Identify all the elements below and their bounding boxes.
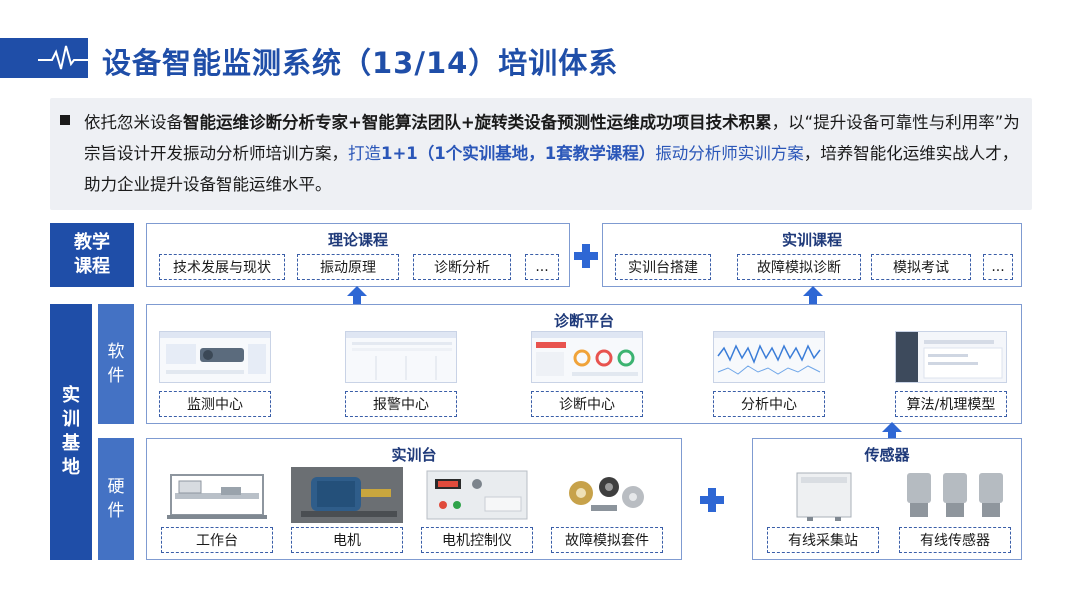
bench-tag-motor: 电机 <box>291 527 403 553</box>
bullet-icon <box>60 115 70 125</box>
practice-panel: 实训课程 实训台搭建 故障模拟诊断 模拟考试 ... <box>602 223 1022 287</box>
up-arrow-icon <box>882 422 902 442</box>
title-accent-bar <box>0 38 88 78</box>
bench-panel: 实训台 <box>146 438 682 560</box>
wired-sensor-image <box>899 467 1011 523</box>
bench-tag-workbench: 工作台 <box>161 527 273 553</box>
plus-icon <box>700 488 724 512</box>
practice-tag-1: 实训台搭建 <box>615 254 711 280</box>
intro-text-7: ，培养智能化运维实战人才，助力企业提升设备智能运维水平。 <box>84 144 1019 194</box>
teaching-label: 教学 课程 <box>50 223 134 287</box>
bench-tag-controller: 电机控制仪 <box>421 527 533 553</box>
motor-image <box>291 467 403 523</box>
intro-highlight: 打造1+1（1个实训基地，1套教学课程）振动分析师实训方案 <box>348 144 804 163</box>
intro-box <box>50 98 1032 210</box>
platform-tag-diagnosis: 诊断中心 <box>531 391 643 417</box>
intro-text-5: 1+1（1个实训基地，1套教学课程） <box>381 144 656 163</box>
hardware-label: 硬 件 <box>98 438 134 560</box>
page-title: 设备智能监测系统（13/14）培训体系 <box>102 46 619 80</box>
practice-title: 实训课程 <box>781 231 842 249</box>
pulse-icon <box>38 45 88 70</box>
intro-text-1: 依托忽米设备 <box>84 113 183 132</box>
platform-tag-analysis: 分析中心 <box>713 391 825 417</box>
platform-panel: 诊断平台 <box>146 304 1022 424</box>
theory-title: 理论课程 <box>327 231 388 249</box>
theory-tag-3: 诊断分析 <box>413 254 511 280</box>
sensors-title: 传感器 <box>864 446 910 464</box>
bench-tag-fault-kit: 故障模拟套件 <box>551 527 663 553</box>
collector-image <box>767 467 879 523</box>
practice-tag-2: 故障模拟诊断 <box>737 254 861 280</box>
analysis-screenshot <box>713 331 825 383</box>
platform-tag-model: 算法/机理模型 <box>895 391 1007 417</box>
workbench-image <box>161 467 273 523</box>
plus-icon <box>574 244 598 268</box>
bench-title: 实训台 <box>391 446 437 464</box>
sensors-tag-wired-sensor: 有线传感器 <box>899 527 1011 553</box>
theory-tag-more: ... <box>525 254 559 280</box>
software-label: 软 件 <box>98 304 134 424</box>
monitor-screenshot <box>159 331 271 383</box>
practice-tag-more: ... <box>983 254 1013 280</box>
training-base-label: 实 训 基 地 <box>50 304 92 560</box>
theory-panel: 理论课程 技术发展与现状 振动原理 诊断分析 ... <box>146 223 570 287</box>
theory-tag-1: 技术发展与现状 <box>159 254 285 280</box>
diagnosis-screenshot <box>531 331 643 383</box>
theory-tag-2: 振动原理 <box>297 254 399 280</box>
practice-tag-3: 模拟考试 <box>871 254 971 280</box>
motor-controller-image <box>421 467 533 523</box>
intro-paragraph: 依托忽米设备智能运维诊断分析专家+智能算法团队+旋转类设备预测性运维成功项目技术… <box>84 107 1020 200</box>
platform-tag-alarm: 报警中心 <box>345 391 457 417</box>
fault-kit-image <box>551 467 663 523</box>
sensors-panel: 传感器 有线采集站 有线传感器 <box>752 438 1022 560</box>
platform-tag-monitor: 监测中心 <box>159 391 271 417</box>
model-screenshot <box>895 331 1007 383</box>
intro-text-6: 振动分析师实训方案 <box>655 144 804 163</box>
platform-title: 诊断平台 <box>553 312 614 330</box>
intro-text-3: ，以“提升设备可靠性与利用率”为宗旨设计开发振动分析师培训方案， <box>84 113 1020 163</box>
intro-text-4: 打造 <box>348 144 381 163</box>
alarm-screenshot <box>345 331 457 383</box>
sensors-tag-collector: 有线采集站 <box>767 527 879 553</box>
intro-text-2: 智能运维诊断分析专家+智能算法团队+旋转类设备预测性运维成功项目技术积累 <box>183 113 772 132</box>
